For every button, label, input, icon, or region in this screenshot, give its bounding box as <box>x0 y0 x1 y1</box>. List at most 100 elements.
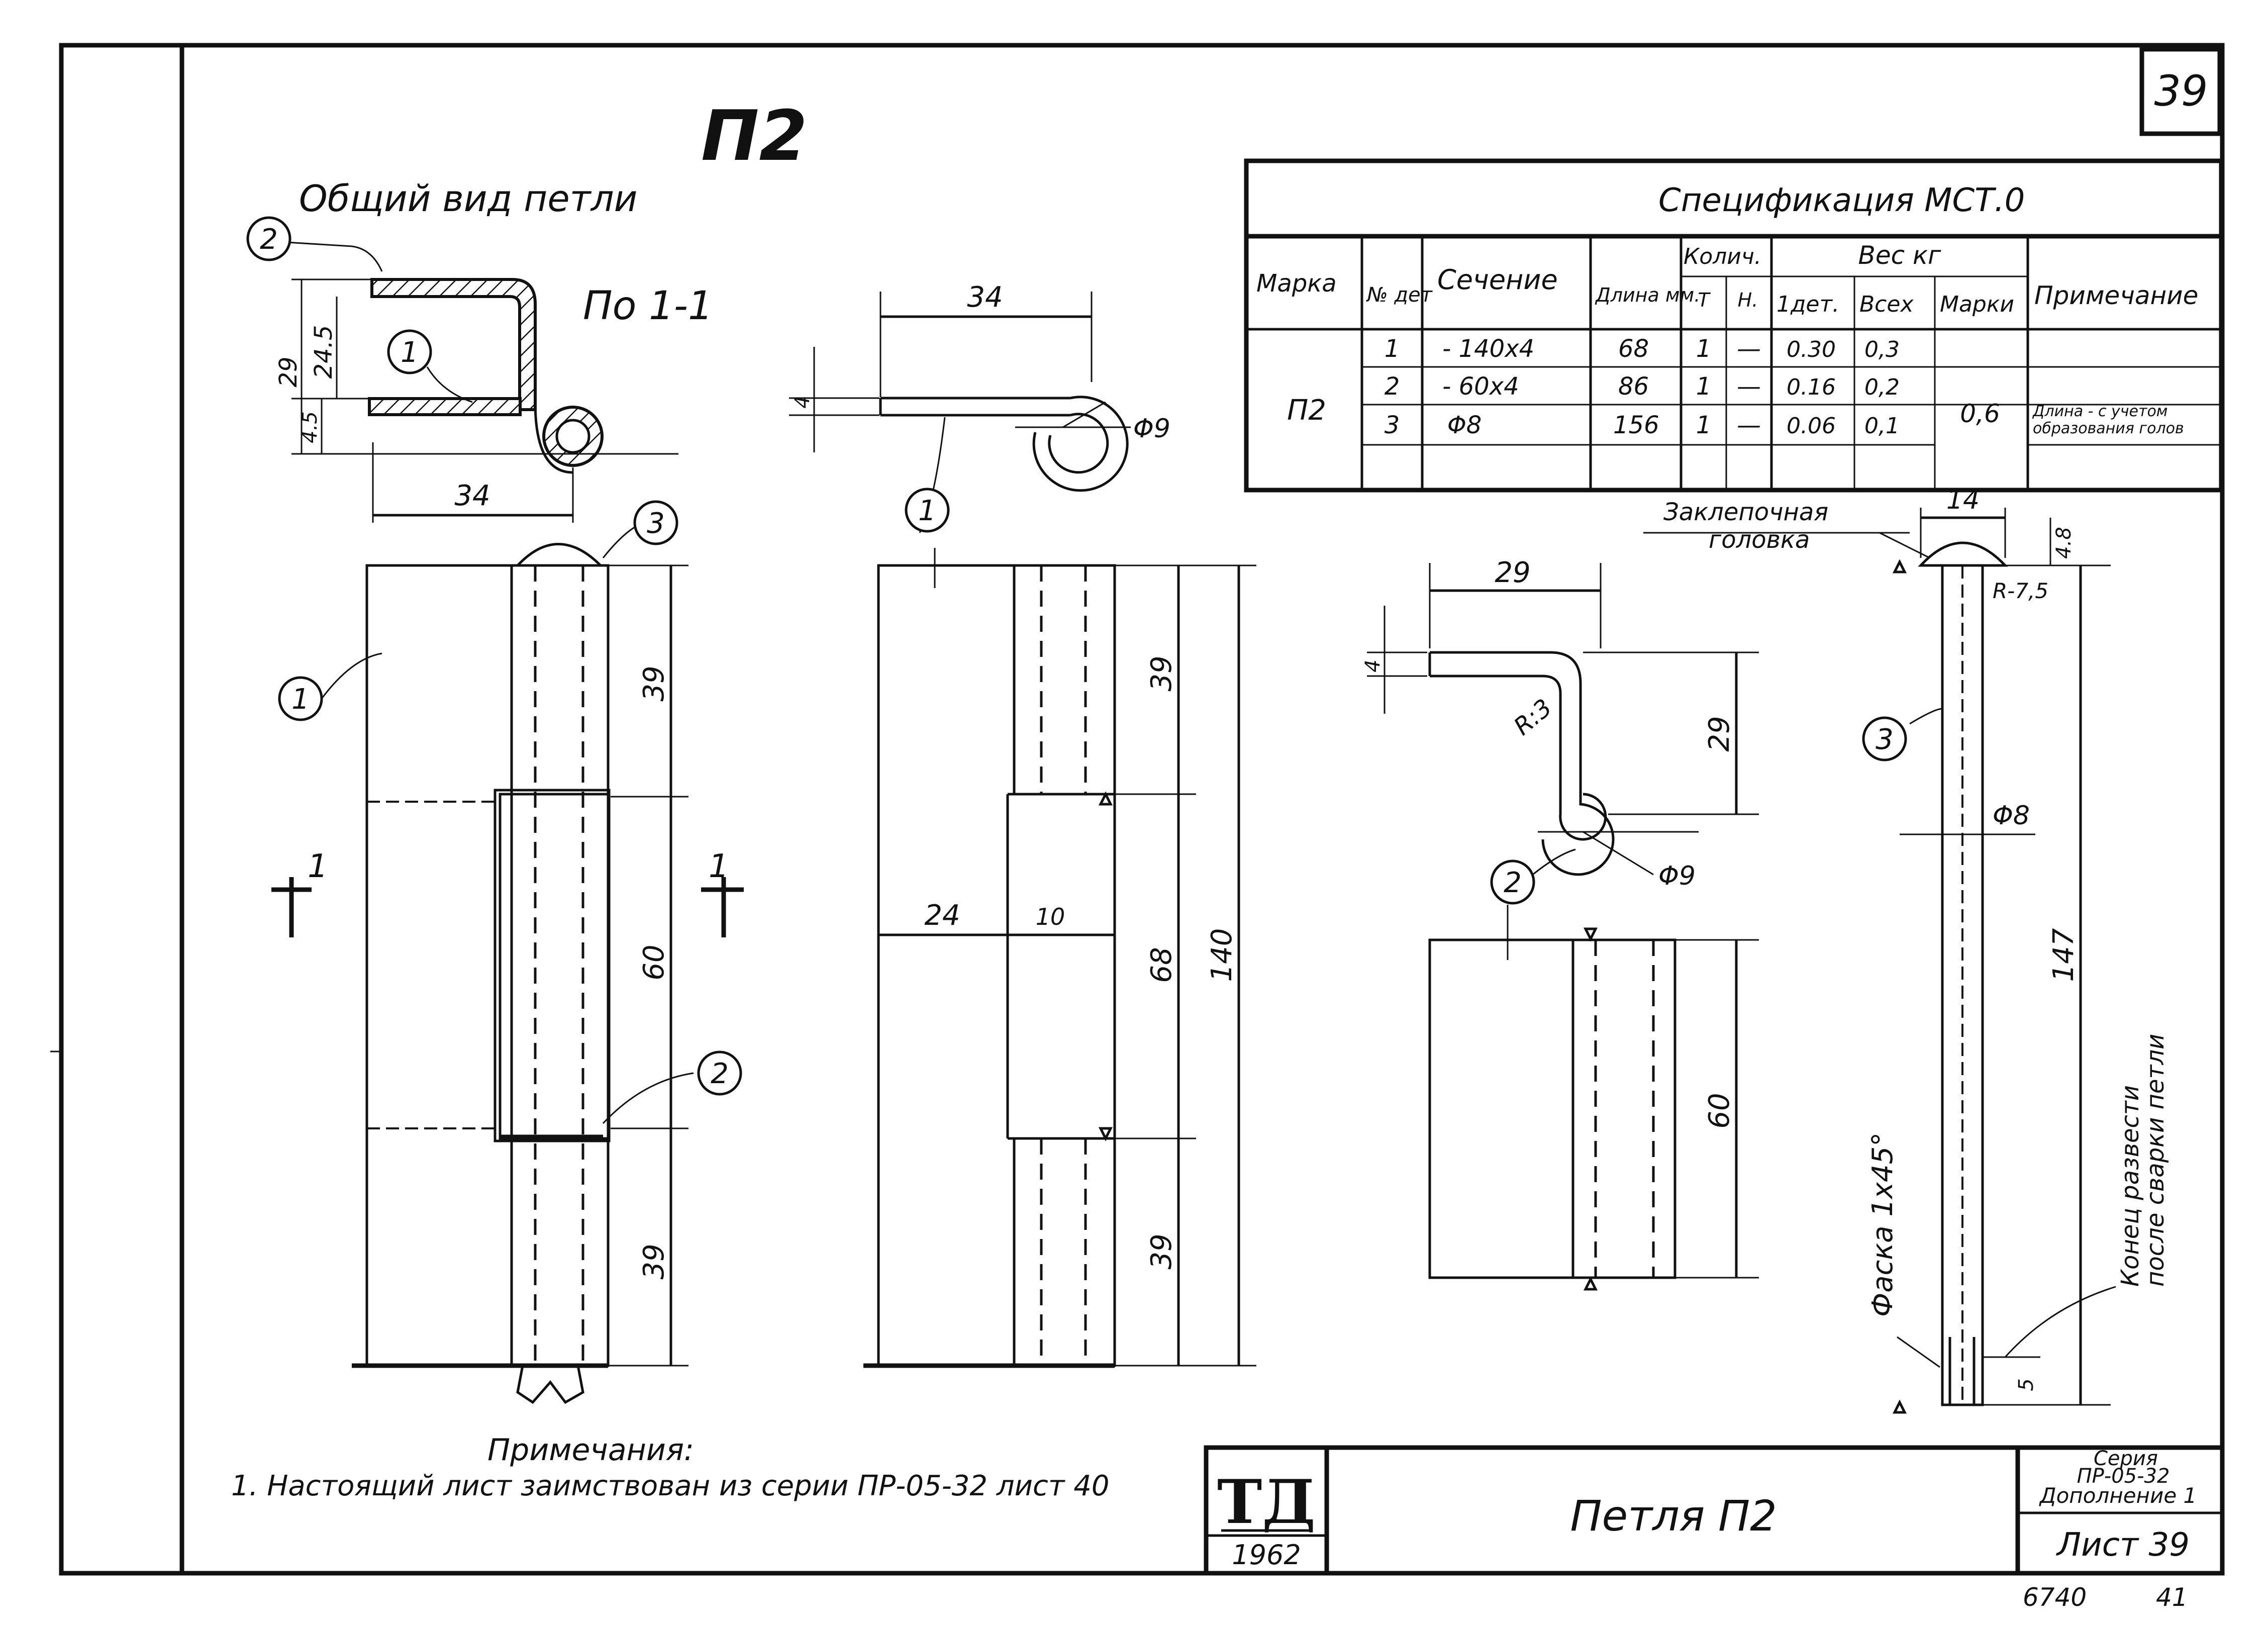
dim-part1-dia: Φ9 <box>1133 414 1170 444</box>
svg-text:1: 1 <box>308 848 328 885</box>
dim-part1-4: 4 <box>791 396 814 408</box>
spec-note-1: Длина - с учетом <box>2032 403 2167 420</box>
section-mark-right: 1 <box>701 848 744 937</box>
spec-h-w-one: 1дет. <box>1777 292 1839 317</box>
callout-2-front: 2 <box>697 1050 742 1096</box>
svg-text:0.06: 0.06 <box>1787 413 1836 439</box>
svg-text:1: 1 <box>1385 335 1400 363</box>
spec-h-section: Сечение <box>1437 264 1558 296</box>
spec-row-1: 1 - 140x4 68 1 — 0.30 0,3 <box>1385 335 1900 363</box>
section-caption: По 1-1 <box>583 283 713 329</box>
svg-text:—: — <box>1737 372 1761 401</box>
svg-text:0,1: 0,1 <box>1864 413 1900 439</box>
spec-title: Спецификация МСТ.0 <box>1658 182 2025 219</box>
dim-view1-34: 34 <box>454 480 490 512</box>
svg-text:Φ8: Φ8 <box>1447 411 1482 439</box>
dim-part2-dia: Φ9 <box>1658 861 1696 891</box>
svg-text:2: 2 <box>260 223 278 256</box>
dim-part3-dia: Φ8 <box>1993 801 2030 831</box>
svg-text:—: — <box>1737 411 1761 439</box>
spec-mark-weight: 0,6 <box>1960 399 2000 428</box>
rivet-head-label-2: головка <box>1709 526 1810 554</box>
svg-text:1: 1 <box>918 495 936 527</box>
svg-text:1: 1 <box>1696 372 1712 401</box>
front-view-assembly: 39 60 39 1 1 <box>271 524 744 1404</box>
title-series-2: ПР-05-32 <box>2077 1465 2170 1488</box>
dim-part2-radius: R:3 <box>1509 694 1557 741</box>
title-series-3: Дополнение 1 <box>2039 1483 2197 1508</box>
svg-text:0,2: 0,2 <box>1864 374 1900 400</box>
footer-page: 41 <box>2156 1583 2188 1612</box>
svg-text:- 60x4: - 60x4 <box>1442 372 1519 401</box>
dim-part3-5: 5 <box>2015 1378 2038 1391</box>
spec-row-3: 3 Φ8 156 1 — 0.06 0,1 <box>1385 411 1900 439</box>
svg-text:156: 156 <box>1613 411 1659 439</box>
dim-part1-24: 24 <box>924 899 960 932</box>
spec-mark: П2 <box>1287 394 1326 427</box>
dim-part1-39-top: 39 <box>1145 655 1178 691</box>
spec-h-qty: Колич. <box>1684 244 1761 269</box>
spec-note-2: образования голов <box>2033 420 2184 437</box>
svg-text:- 140x4: - 140x4 <box>1442 335 1534 363</box>
notes-block: Примечания: 1. Настоящий лист заимствова… <box>231 1432 1110 1502</box>
callout-3-part3: 3 <box>1862 716 1907 761</box>
svg-text:0.30: 0.30 <box>1787 337 1836 362</box>
dim-view1-4-5: 4.5 <box>299 411 322 443</box>
spec-h-length: Длина мм. <box>1595 284 1700 306</box>
title-logo: ТД <box>1217 1467 1316 1538</box>
dim-part2-29: 29 <box>1495 556 1530 589</box>
spec-h-note: Примечание <box>2034 281 2198 310</box>
title-year: 1962 <box>1232 1539 1301 1571</box>
dim-view1-29: 29 <box>274 356 303 387</box>
dim-front-39-bottom: 39 <box>638 1243 670 1279</box>
spec-h-qty-t: Т <box>1698 289 1711 311</box>
dim-front-60: 60 <box>638 944 670 980</box>
callout-1-section: 1 <box>387 329 432 374</box>
title-series-1: Серия <box>2094 1447 2158 1470</box>
svg-text:2: 2 <box>1385 372 1400 401</box>
part-1-view: Φ9 34 4 39 68 39 140 <box>789 281 1256 1368</box>
dim-part1-39-bottom: 39 <box>1145 1233 1178 1269</box>
dim-part3-147: 147 <box>2047 928 2080 982</box>
dim-part1-10: 10 <box>1036 903 1065 930</box>
callout-bubbles: 2 1 3 1 2 1 2 3 <box>246 216 1907 1096</box>
callout-2-section: 2 <box>246 216 291 261</box>
footer-number: 6740 <box>2023 1583 2087 1612</box>
end-label-1: Конец развести <box>2116 1085 2144 1287</box>
dim-part1-34: 34 <box>967 281 1003 314</box>
drawing-title-mark: П2 <box>701 95 808 176</box>
chamfer-label: Фаска 1x45° <box>1866 1132 1899 1317</box>
callout-1-front: 1 <box>278 676 323 721</box>
title-name: Петля П2 <box>1570 1491 1777 1541</box>
svg-text:1: 1 <box>401 336 419 369</box>
sheet-number-box: 39 <box>2139 47 2222 136</box>
callout-1-part1: 1 <box>905 488 950 533</box>
svg-text:2: 2 <box>711 1058 729 1090</box>
title-block: ТД 1962 Петля П2 Серия ПР-05-32 Дополнен… <box>1204 1445 2225 1576</box>
dim-part2-4: 4 <box>1361 659 1385 672</box>
svg-text:0,3: 0,3 <box>1864 337 1900 362</box>
end-label-2: после сварки петли <box>2141 1034 2170 1287</box>
svg-text:1: 1 <box>291 683 310 716</box>
dim-view1-24-5: 24.5 <box>310 325 338 379</box>
dim-part2-height: 29 <box>1703 716 1736 751</box>
part-3-view: 14 4.8 R-7,5 Φ8 147 5 Заклепочная головк… <box>1643 485 2170 1414</box>
part-2-view: Φ9 R:3 29 4 29 60 <box>1361 556 1759 1291</box>
spec-h-qty-n: Н. <box>1738 289 1758 311</box>
section-1-1-view: 29 24.5 4.5 34 <box>274 241 678 523</box>
general-view-caption: Общий вид петли <box>299 177 637 220</box>
title-sheet: Лист 39 <box>2056 1526 2190 1564</box>
spec-h-weight: Вес кг <box>1858 241 1942 270</box>
svg-text:—: — <box>1737 335 1761 363</box>
dim-part3-radius: R-7,5 <box>1993 579 2048 603</box>
notes-heading: Примечания: <box>487 1432 694 1468</box>
specification-table: Спецификация МСТ.0 Марка № дет Сечение Д… <box>1244 158 2224 493</box>
svg-text:3: 3 <box>647 507 665 540</box>
spec-h-w-mark: Марки <box>1940 292 2014 317</box>
dim-part1-140: 140 <box>1206 928 1238 982</box>
dim-front-39-top: 39 <box>638 665 670 701</box>
dim-part2-60: 60 <box>1703 1093 1736 1128</box>
sheet-frame <box>50 43 2225 1576</box>
rivet-head-label-1: Заклепочная <box>1663 498 1828 526</box>
